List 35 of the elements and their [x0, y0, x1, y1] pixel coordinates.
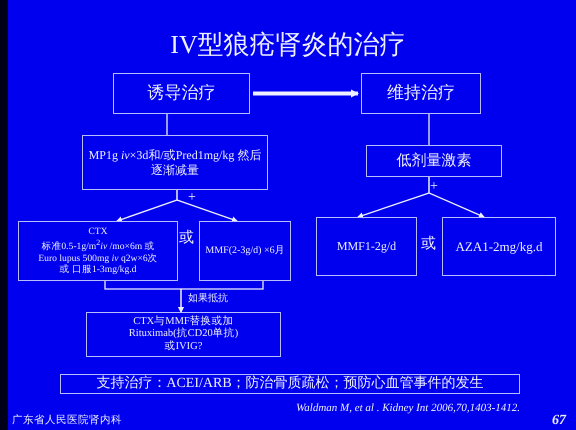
- box-text: 支持治疗：ACEI/ARB；防治骨质疏松；预防心血管事件的发生: [96, 376, 484, 392]
- plus-sign: +: [188, 191, 196, 205]
- box-text: 或 口服1-3mg/kg.d: [60, 264, 136, 276]
- treatment-box: [86, 312, 281, 357]
- box-text: MP1g iv×3d和/或Pred1mg/kg 然后逐渐减量: [88, 148, 262, 177]
- treatment-box: [366, 145, 502, 177]
- treatment-box: [442, 217, 556, 276]
- connector-word: 或: [179, 231, 194, 246]
- note-box: [60, 374, 520, 394]
- box-text: 低剂量激素: [396, 152, 472, 170]
- arrow: [178, 281, 264, 313]
- arrow: [428, 177, 485, 218]
- arrow: [253, 90, 359, 98]
- treatment-box: [113, 73, 250, 114]
- box-text: Euro lupus 500mg iv q2w×6次: [38, 252, 158, 264]
- treatment-box: [82, 135, 268, 190]
- box-text: 标准0.5-1g/m$^{2}$iv /mo×6m 或: [41, 238, 155, 253]
- connector-word: 或: [421, 237, 436, 252]
- treatment-box: [199, 221, 291, 281]
- footer-text: 广东省人民医院肾内科: [12, 416, 122, 426]
- box-text: AZA1-2mg/kg.d: [455, 238, 543, 254]
- box-text: 维持治疗: [387, 83, 455, 104]
- box-text: MMF1-2g/d: [336, 239, 396, 254]
- box-text: CTX与MMF替换或加Rituximab(抗CD20单抗)或IVIG?: [128, 316, 240, 354]
- box-heading: CTX: [88, 226, 108, 238]
- slide-title: IV型狼疮肾炎的治疗: [170, 32, 406, 58]
- page-number: 67: [552, 414, 566, 428]
- treatment-box: [316, 217, 417, 276]
- edge-label: 如果抵抗: [187, 293, 229, 305]
- treatment-box: [18, 221, 178, 281]
- box-text: 诱导治疗: [148, 83, 216, 104]
- arrow: [176, 190, 238, 222]
- treatment-box: [361, 73, 481, 114]
- plus-sign: +: [430, 180, 438, 194]
- box-text: MMF(2-3g/d) ×6月: [205, 245, 285, 257]
